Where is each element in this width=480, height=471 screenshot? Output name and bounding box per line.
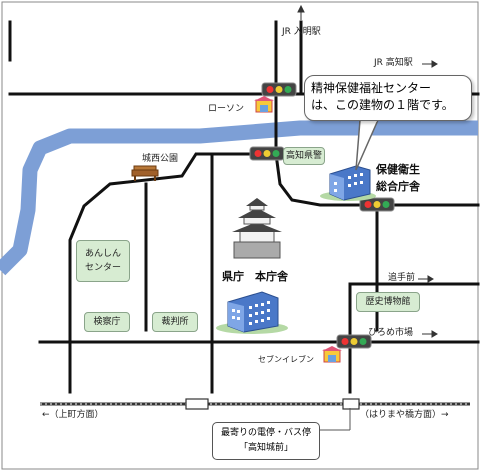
label-otemae: 追手前 [388,273,416,283]
label-rekishi: 歴史博物館 [356,292,420,312]
nearest-stop-box: 最寄りの電停・バス停 「高知城前」 [212,422,320,460]
convenience-store-icon [254,96,274,113]
label-lawson: ローソン [208,104,245,114]
direction-arrows [297,4,438,338]
traffic-light-icon [261,82,297,97]
label-josai-park: 城西公園 [142,154,179,164]
label-jr-kochi: JR 高知駅 [374,58,413,68]
center-callout: 精神保健福祉センター は、この建物の１階です。 [304,75,472,121]
label-harimaya: （はりまや橋方面）→ [360,410,449,420]
kencho-building-icon [216,291,288,334]
label-hoken-eisei-1: 保健衛生 [376,163,420,176]
label-seven-eleven: セブンイレブン [258,355,314,364]
label-anshin-2: センター [84,263,121,273]
callout-line-1: 精神保健福祉センター [311,81,432,95]
label-anshin-1: あんしん [84,249,121,259]
traffic-light-icon [336,334,372,349]
label-hirome: ひろめ市場 [368,328,414,338]
anshin-center-box: あんしん センター [76,240,130,282]
label-jr-iriake: JR 入明駅 [282,27,321,37]
callout-line-2: は、この建物の１階です。 [311,98,454,112]
label-kamimachi: ←（上町方面） [42,410,104,420]
tram-line [40,398,470,410]
label-saibansho: 裁判所 [152,312,198,332]
label-hoken-eisei-2: 総合庁舎 [376,180,420,193]
convenience-store-icon [322,346,342,363]
label-kencho: 県庁 本庁舎 [222,270,288,283]
castle-icon [232,198,282,259]
label-kochi-police: 高知県警 [283,147,325,165]
tram-stop-marker-left [185,398,209,410]
tram-stop-marker-right [342,398,360,410]
label-kensatsucho: 検察庁 [84,312,130,332]
park-bench-icon [131,165,159,181]
stop-line-1: 最寄りの電停・バス停 [220,428,311,438]
river [0,120,478,276]
road-park-curve [68,152,272,394]
health-building-icon [320,165,376,201]
traffic-light-icon [249,146,285,161]
traffic-light-icon [359,197,395,212]
stop-line-2: 「高知城前」 [238,443,293,453]
